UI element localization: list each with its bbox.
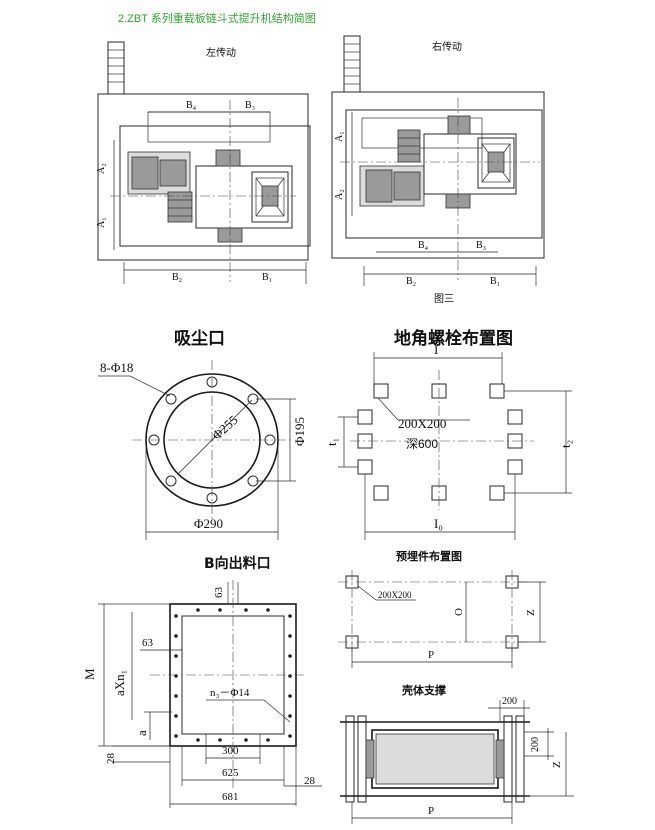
dim-200-top: 200	[502, 696, 517, 707]
dim-200-side: 200	[530, 737, 541, 752]
outlet-bolt-hole	[218, 608, 222, 612]
outlet-bolt-hole	[288, 634, 292, 638]
dim-a2-left: A₂	[96, 163, 107, 174]
outlet-title: B向出料口	[204, 555, 271, 572]
embedded-parts-layout: 预埋件布置图 200X200 O Z P	[338, 549, 546, 668]
dim-b3-right: B₃	[476, 240, 486, 251]
dim-b1-right: B₁	[490, 276, 500, 287]
dim-phi290: Φ290	[194, 516, 223, 531]
anchor-depth: 深600	[406, 437, 438, 451]
dim-300: 300	[222, 745, 239, 757]
dust-port-title: 吸尘口	[174, 329, 225, 349]
outlet-bolt-hole	[244, 608, 248, 612]
dim-b2-right: B₂	[406, 276, 416, 287]
outlet-bolt-hole	[288, 654, 292, 658]
dim-b4-left: B₄	[186, 100, 197, 111]
dim-28-left: 28	[105, 753, 117, 765]
outlet-bolt-hole	[288, 714, 292, 718]
outlet-bolt-hole	[196, 738, 200, 742]
outlet-bolt-hole	[174, 714, 178, 718]
dim-Z-support: Z	[551, 761, 563, 768]
dim-a1-left: A₁	[96, 217, 107, 228]
dim-625: 625	[222, 767, 239, 779]
outlet-bolt-hole	[196, 608, 200, 612]
outlet-holes-label: n₃－Φ14	[210, 687, 250, 699]
outlet-bolt-holes	[174, 608, 292, 742]
dust-port-flange: 吸尘口 Φ255 8-Φ18 Φ195 Φ290	[98, 329, 307, 540]
casing-support: 壳体支撑 200 200 Z P	[340, 683, 574, 824]
label-right-drive: 右传动	[432, 40, 462, 53]
outlet-bolt-hole	[174, 734, 178, 738]
outlet-bolt-hole	[174, 614, 178, 618]
dim-I: I	[434, 342, 438, 357]
outlet-view-B: B向出料口 63 63 M aXn₁ a 28 n₃－	[82, 555, 322, 808]
outlet-bolt-hole	[174, 654, 178, 658]
dim-phi195: Φ195	[292, 417, 307, 446]
outlet-bolt-hole	[288, 734, 292, 738]
dim-t1: t₁	[324, 438, 339, 446]
figure-caption: 图三	[434, 293, 454, 305]
outlet-bolt-hole	[288, 694, 292, 698]
dim-a2-right: A₂	[334, 189, 345, 200]
dim-axn1: aXn₁	[112, 670, 127, 696]
dim-a: a	[134, 730, 149, 736]
dim-b4-right: B₄	[418, 240, 429, 251]
dim-63-top: 63	[213, 587, 225, 599]
dim-t2: t₂	[558, 440, 573, 448]
dim-phi255: Φ255	[209, 412, 241, 443]
dim-681: 681	[222, 791, 239, 803]
dim-a1-right: A₁	[334, 131, 345, 142]
embed-title: 预埋件布置图	[396, 549, 462, 563]
dim-P-embed: P	[428, 649, 434, 661]
outlet-bolt-hole	[174, 694, 178, 698]
support-title: 壳体支撑	[401, 683, 446, 697]
embed-size: 200X200	[378, 590, 412, 600]
fig3-right-drive-view: A₁ A₂ B₄ B₃ B₂ B₁ 右传动	[331, 35, 545, 287]
anchor-title: 地角螺栓布置图	[394, 328, 513, 349]
dim-I0: I₀	[434, 516, 443, 531]
outlet-bolt-hole	[244, 738, 248, 742]
dim-O: O	[453, 608, 465, 616]
dim-63-left: 63	[142, 637, 154, 649]
dim-b1-left: B₁	[262, 272, 272, 283]
sheet-title: 2.ZBT 系列重载板链斗式提升机结构简图	[118, 11, 316, 25]
outlet-bolt-hole	[218, 738, 222, 742]
dim-b3-left: B₃	[245, 100, 255, 111]
dim-28-right: 28	[304, 775, 316, 787]
outlet-bolt-hole	[266, 738, 270, 742]
outlet-bolt-hole	[174, 674, 178, 678]
dim-Z-embed: Z	[525, 609, 537, 616]
outlet-bolt-hole	[288, 674, 292, 678]
anchor-size: 200X200	[398, 416, 446, 431]
anchor-bolt-layout: 地角螺栓布置图 I 200X200 深600 t₁	[324, 328, 573, 540]
fig3-left-drive-view: B₄ B₃ A₂ A₁ B₂ B₁ 左传动	[96, 41, 311, 284]
label-left-drive: 左传动	[206, 46, 236, 59]
dim-M: M	[82, 668, 97, 680]
dim-b2-left: B₂	[172, 272, 182, 283]
dim-P-support: P	[428, 805, 434, 817]
outlet-bolt-hole	[266, 608, 270, 612]
outlet-bolt-hole	[174, 634, 178, 638]
dim-8-holes: 8-Φ18	[100, 360, 133, 375]
outlet-bolt-hole	[288, 614, 292, 618]
